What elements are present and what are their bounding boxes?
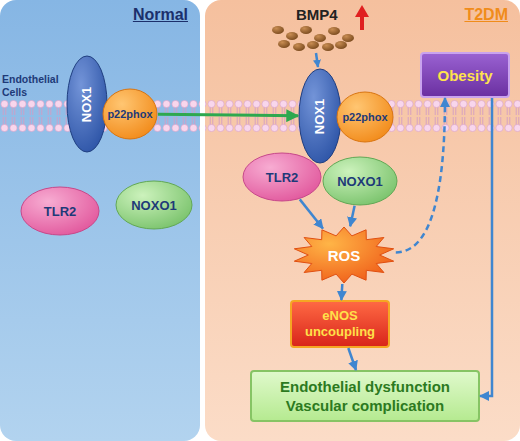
- cell-label: Endothelial Cells: [2, 73, 66, 99]
- p22phox-protein-fill: [337, 92, 393, 142]
- p22phox-protein: p22phox: [336, 91, 394, 143]
- noxo1-protein-fill: [323, 157, 397, 205]
- nox1-protein-fill: [299, 69, 341, 163]
- tlr2-protein-fill: [243, 153, 321, 201]
- risk-box: Obesity: [420, 52, 510, 98]
- nox1-protein-fill: [67, 56, 107, 152]
- node-label: Endothelial dysfunction Vascular complic…: [250, 377, 480, 415]
- node-label: NOX1: [313, 98, 328, 133]
- node-label: TLR2: [266, 170, 299, 185]
- node-label: p22phox: [107, 108, 152, 120]
- noxo1-protein: NOXO1: [115, 180, 193, 230]
- tlr2-protein-fill: [21, 187, 99, 235]
- process-box-fill: [291, 301, 389, 347]
- panel-heading: Normal: [133, 6, 188, 24]
- node-label: Obesity: [437, 67, 492, 84]
- outcome-box-outline: [250, 370, 480, 422]
- process-box: eNOS uncoupling: [290, 300, 390, 348]
- ros-burst: ROS: [292, 226, 396, 284]
- tlr2-protein: TLR2: [20, 186, 100, 236]
- ligand-label: BMP4: [296, 6, 356, 23]
- nox1-protein: NOX1: [298, 68, 342, 164]
- outcome-box-fill: [251, 371, 479, 421]
- tlr2-protein: TLR2: [242, 152, 322, 202]
- p22phox-protein: p22phox: [102, 88, 158, 140]
- noxo1-protein-fill: [116, 181, 192, 229]
- risk-box-fill: [421, 53, 509, 97]
- nox1-protein: NOX1: [66, 55, 108, 153]
- node-label: NOXO1: [131, 198, 177, 213]
- ros-burst-fill: [294, 227, 393, 283]
- condition-panel: T2DM NOX1 p22phoxTLR2 NOXO1 ObesityROS eNOS u…: [205, 0, 520, 441]
- outcome-box: Endothelial dysfunction Vascular complic…: [250, 370, 480, 422]
- node-label: TLR2: [44, 204, 77, 219]
- p22phox-protein-fill: [103, 89, 157, 139]
- node-label: ROS: [328, 247, 361, 264]
- node-label: NOXO1: [337, 174, 383, 189]
- node-label: eNOS uncoupling: [290, 308, 390, 340]
- node-label: NOX1: [80, 86, 95, 121]
- condition-panel: NormalNOX1 p22phoxTLR2 NOXO1: [0, 0, 200, 441]
- node-label: p22phox: [342, 111, 387, 123]
- noxo1-protein: NOXO1: [322, 156, 398, 206]
- panel-heading: T2DM: [464, 6, 508, 24]
